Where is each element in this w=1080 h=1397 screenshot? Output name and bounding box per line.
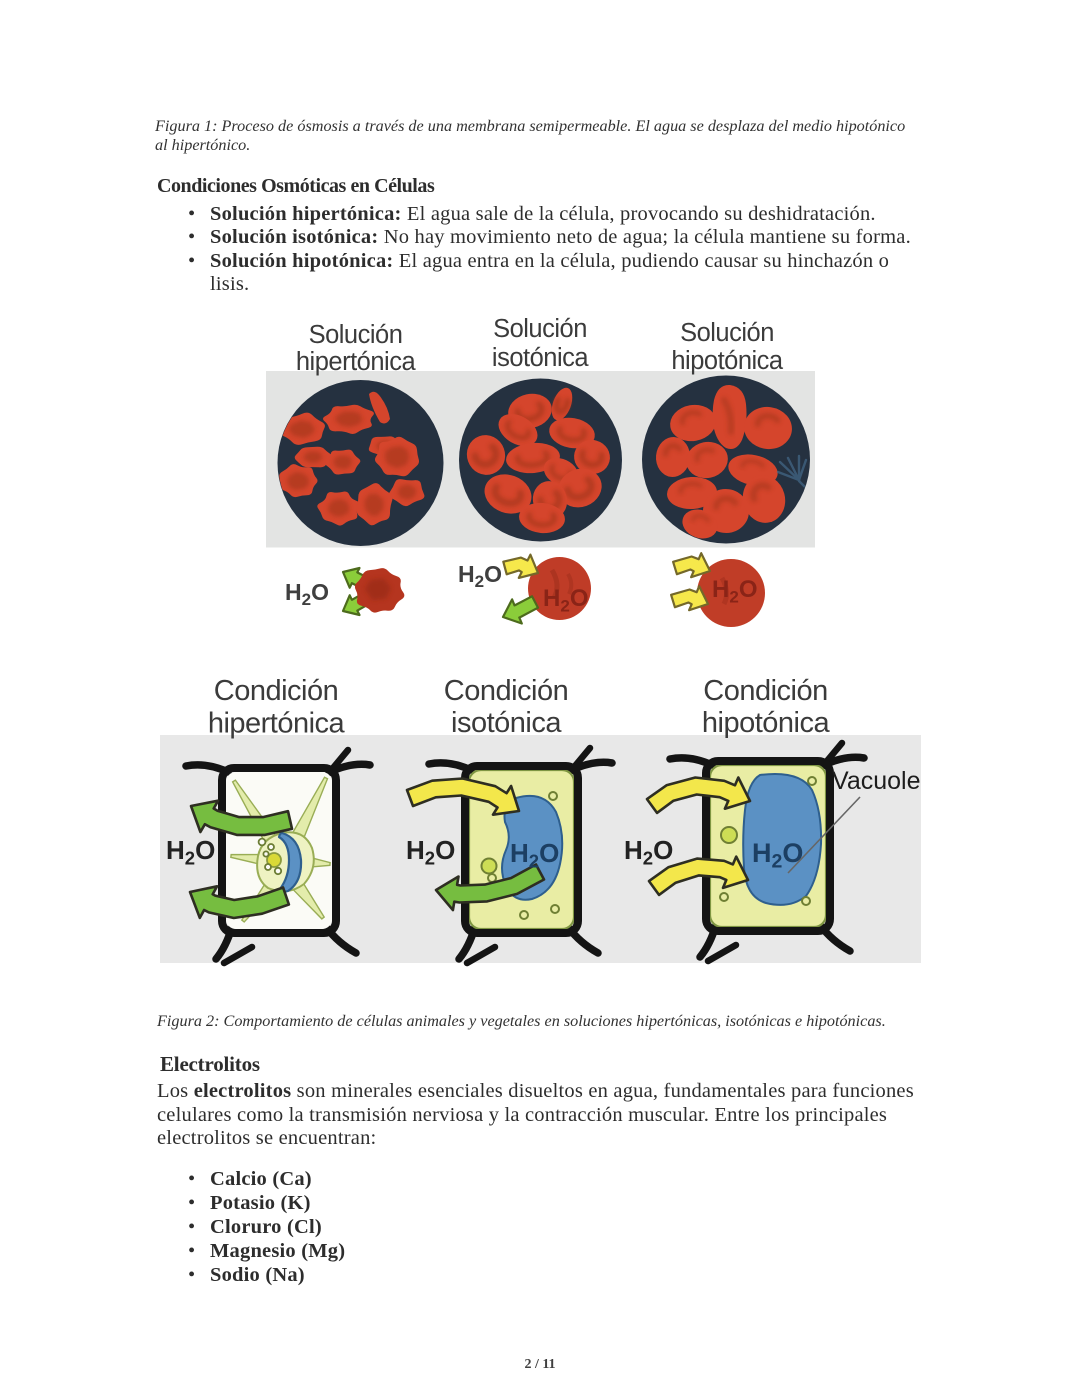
svg-text:H2O: H2O bbox=[166, 835, 215, 869]
svg-text:hipotónica: hipotónica bbox=[702, 707, 831, 739]
svg-text:Solución: Solución bbox=[309, 321, 403, 349]
svg-text:Condición: Condición bbox=[703, 675, 827, 707]
svg-text:hipotónica: hipotónica bbox=[671, 347, 784, 375]
svg-text:Solución: Solución bbox=[493, 315, 587, 343]
svg-text:isotónica: isotónica bbox=[492, 344, 589, 372]
svg-text:Vacuole: Vacuole bbox=[832, 767, 921, 795]
svg-text:hipertónica: hipertónica bbox=[296, 348, 417, 376]
svg-text:Condición: Condición bbox=[444, 675, 568, 707]
svg-text:H2O: H2O bbox=[285, 579, 329, 609]
svg-text:Condición: Condición bbox=[214, 675, 338, 707]
svg-text:isotónica: isotónica bbox=[451, 707, 562, 739]
svg-text:H2O: H2O bbox=[458, 561, 502, 591]
svg-text:Solución: Solución bbox=[680, 319, 774, 347]
svg-text:hipertónica: hipertónica bbox=[208, 708, 346, 740]
